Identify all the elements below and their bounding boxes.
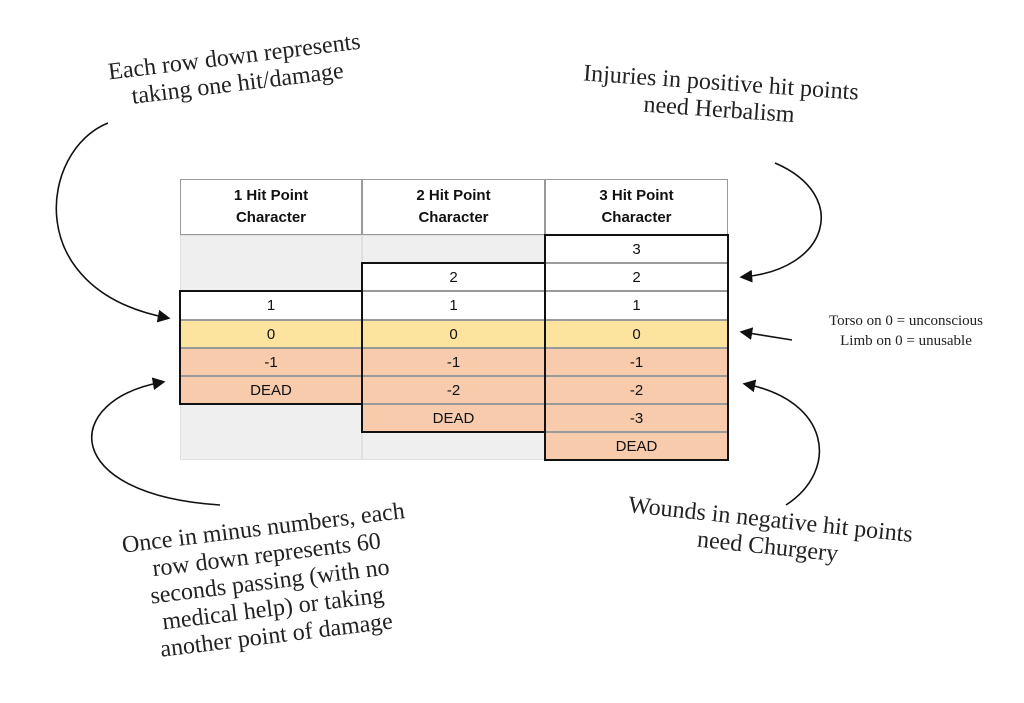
hp-cell-negative: -2 xyxy=(545,376,728,404)
empty-cell xyxy=(362,432,545,460)
arrow-mid-right xyxy=(739,327,793,341)
hp-cell: 2 xyxy=(545,263,728,291)
hp-cell-negative: -1 xyxy=(180,348,362,376)
column-header-1hp: 1 Hit Point Character xyxy=(180,179,362,235)
hp-cell-negative: -1 xyxy=(545,348,728,376)
hp-cell-negative: -3 xyxy=(545,404,728,432)
arrow-top-left xyxy=(55,122,171,323)
header-line: 2 Hit Point xyxy=(416,187,491,204)
hp-cell-negative: -2 xyxy=(362,376,545,404)
header-line: Character xyxy=(235,209,307,226)
arrow-top-right xyxy=(739,162,822,283)
annotation-line: Limb on 0 = unusable xyxy=(840,332,972,349)
annotation-mid-right: Torso on 0 = unconscious Limb on 0 = unu… xyxy=(788,312,1024,351)
hp-cell-zero: 0 xyxy=(545,320,728,348)
header-line: 1 Hit Point xyxy=(233,187,309,204)
header-line: Character xyxy=(601,209,672,226)
header-line: 3 Hit Point xyxy=(599,187,674,204)
hp-cell: 1 xyxy=(362,291,545,320)
empty-cell xyxy=(180,235,362,291)
arrow-bottom-right xyxy=(742,379,821,506)
empty-cell xyxy=(180,404,362,460)
column-header-3hp: 3 Hit Point Character xyxy=(545,179,728,235)
hp-cell: 1 xyxy=(545,291,728,320)
hp-cell-negative: -1 xyxy=(362,348,545,376)
annotation-line: Torso on 0 = unconscious xyxy=(828,313,984,329)
column-header-2hp: 2 Hit Point Character xyxy=(362,179,545,235)
header-line: Character xyxy=(418,209,489,226)
hp-cell-zero: 0 xyxy=(180,320,362,348)
hp-cell: 3 xyxy=(545,235,728,263)
arrow-bottom-left xyxy=(91,377,221,506)
